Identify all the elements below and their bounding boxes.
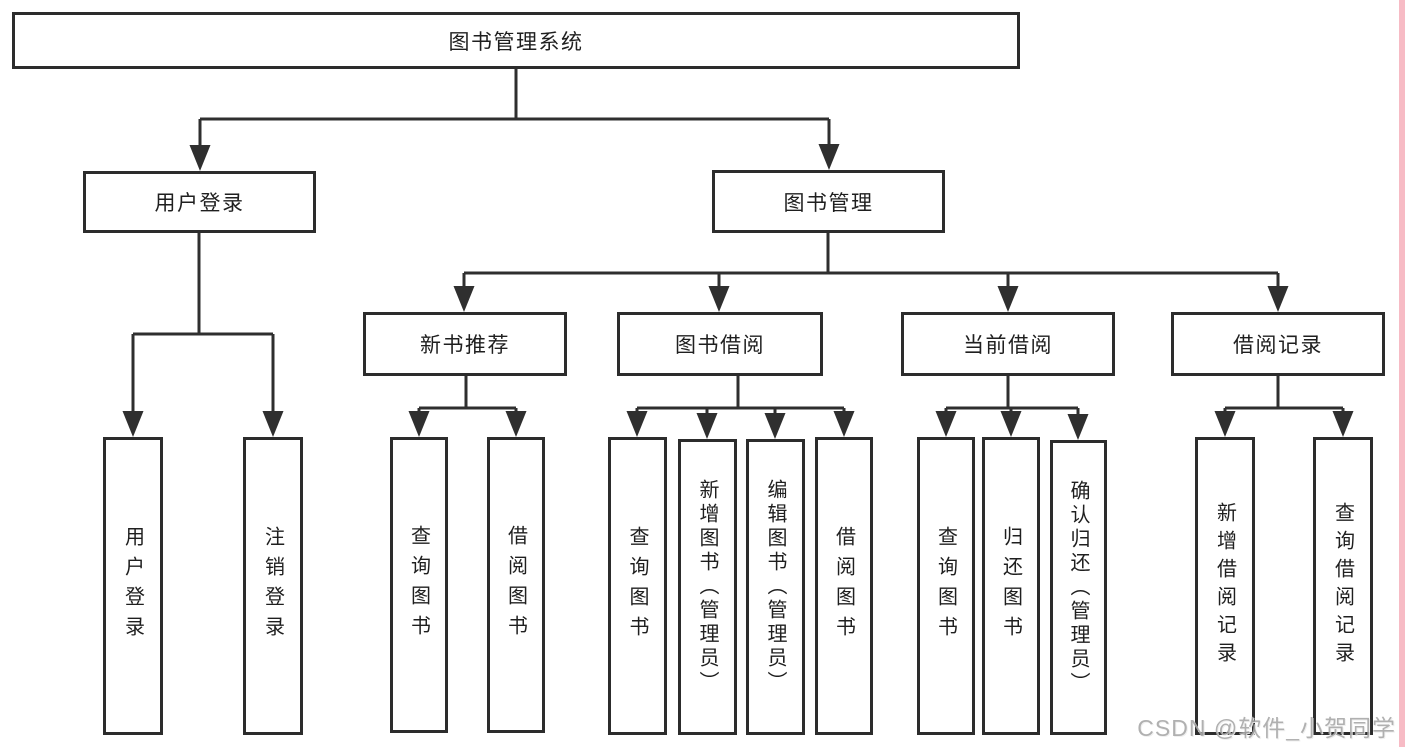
- leaf-user-login: 用户登录: [103, 437, 163, 735]
- node-label: 图书借阅: [675, 334, 765, 357]
- node-root-system: 图书管理系统: [12, 12, 1020, 69]
- leaf-add-borrow-record: 新增借阅记录: [1195, 437, 1255, 735]
- leaf-logout: 注销登录: [243, 437, 303, 735]
- node-label: 确认归还（管理员）: [1067, 479, 1089, 696]
- leaf-confirm-return-admin: 确认归还（管理员）: [1050, 440, 1107, 735]
- leaf-query-books-borrow: 查询图书: [608, 437, 667, 735]
- node-label: 用户登录: [121, 526, 144, 646]
- leaf-query-books-recommend: 查询图书: [390, 437, 448, 733]
- node-label: 借阅图书: [504, 525, 527, 645]
- csdn-watermark: CSDN @软件_小贺同学: [1137, 715, 1396, 741]
- node-label: 编辑图书（管理员）: [764, 479, 786, 695]
- leaf-add-books-admin: 新增图书（管理员）: [678, 439, 737, 735]
- node-label: 图书管理: [783, 191, 874, 215]
- node-label: 借阅图书: [832, 526, 855, 646]
- node-user-login: 用户登录: [83, 171, 316, 233]
- right-edge-accent-strip: [1399, 0, 1405, 747]
- node-label: 图书管理系统: [448, 30, 584, 54]
- leaf-borrow-books-recommend: 借阅图书: [487, 437, 545, 733]
- node-current-borrow: 当前借阅: [901, 312, 1115, 376]
- leaf-edit-books-admin: 编辑图书（管理员）: [746, 439, 805, 735]
- node-label: 用户登录: [154, 192, 245, 215]
- leaf-query-books-current: 查询图书: [917, 437, 975, 735]
- node-book-borrow: 图书借阅: [617, 312, 823, 376]
- leaf-return-books: 归还图书: [982, 437, 1040, 735]
- node-label: 借阅记录: [1233, 334, 1323, 357]
- node-label: 注销登录: [261, 526, 284, 646]
- node-label: 归还图书: [999, 526, 1022, 646]
- arrowheads: [122, 144, 1354, 440]
- node-borrow-records: 借阅记录: [1171, 312, 1385, 376]
- node-label: 查询图书: [934, 526, 957, 646]
- node-label: 新书推荐: [420, 334, 510, 357]
- node-new-book-recommend: 新书推荐: [363, 312, 567, 376]
- node-label: 新增借阅记录: [1213, 502, 1236, 670]
- node-label: 当前借阅: [963, 334, 1053, 357]
- node-label: 查询图书: [407, 525, 430, 645]
- leaf-borrow-books: 借阅图书: [815, 437, 873, 735]
- leaf-query-borrow-record: 查询借阅记录: [1313, 437, 1373, 735]
- node-book-management: 图书管理: [712, 170, 945, 233]
- node-label: 查询借阅记录: [1331, 502, 1354, 670]
- node-label: 查询图书: [626, 526, 648, 646]
- node-label: 新增图书（管理员）: [696, 479, 718, 695]
